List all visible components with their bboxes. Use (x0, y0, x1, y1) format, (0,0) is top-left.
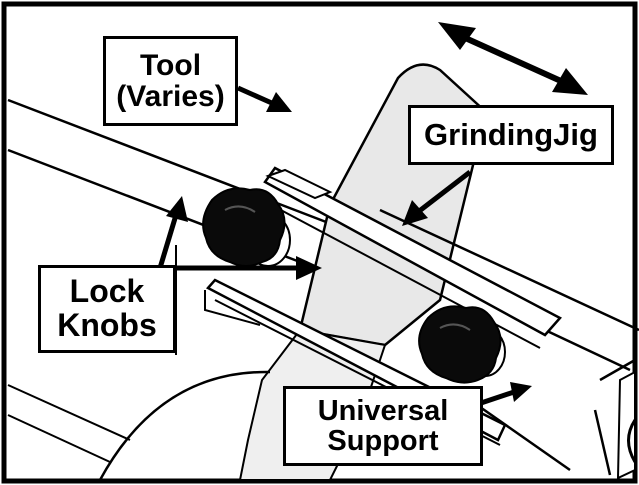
right-wheel (627, 419, 637, 463)
arrow-lock-knob-upper (157, 196, 188, 269)
label-tool: Tool (Varies) (103, 36, 238, 126)
label-universal-support: Universal Support (283, 386, 483, 466)
wheel-guard (98, 370, 271, 481)
support-top-clip (265, 168, 333, 200)
label-tool-line1: Tool (139, 48, 202, 82)
arrow-grinding-jig (402, 170, 472, 226)
arrow-lock-knob-center (176, 256, 322, 280)
arrow-universal-support (477, 382, 532, 407)
lower-left-rails (7, 384, 131, 463)
label-universal-support-line2: Support (327, 425, 439, 457)
lock-knob-upper (202, 187, 291, 267)
motion-arrow (438, 22, 588, 95)
housing-lines (379, 208, 639, 476)
arrow-tool (236, 85, 292, 112)
label-lock-knobs-line2: Knobs (57, 307, 157, 343)
universal-support-rail-upper (263, 166, 562, 337)
label-lock-knobs: Lock Knobs (38, 265, 176, 353)
label-grinding-jig: GrindingJig (408, 105, 614, 165)
lock-knob-lower (418, 305, 506, 384)
label-tool-line2: (Varies) (116, 80, 225, 113)
label-lock-knobs-line1: Lock (69, 273, 145, 310)
support-side-arm (204, 290, 261, 326)
label-universal-support-line1: Universal (317, 394, 449, 427)
